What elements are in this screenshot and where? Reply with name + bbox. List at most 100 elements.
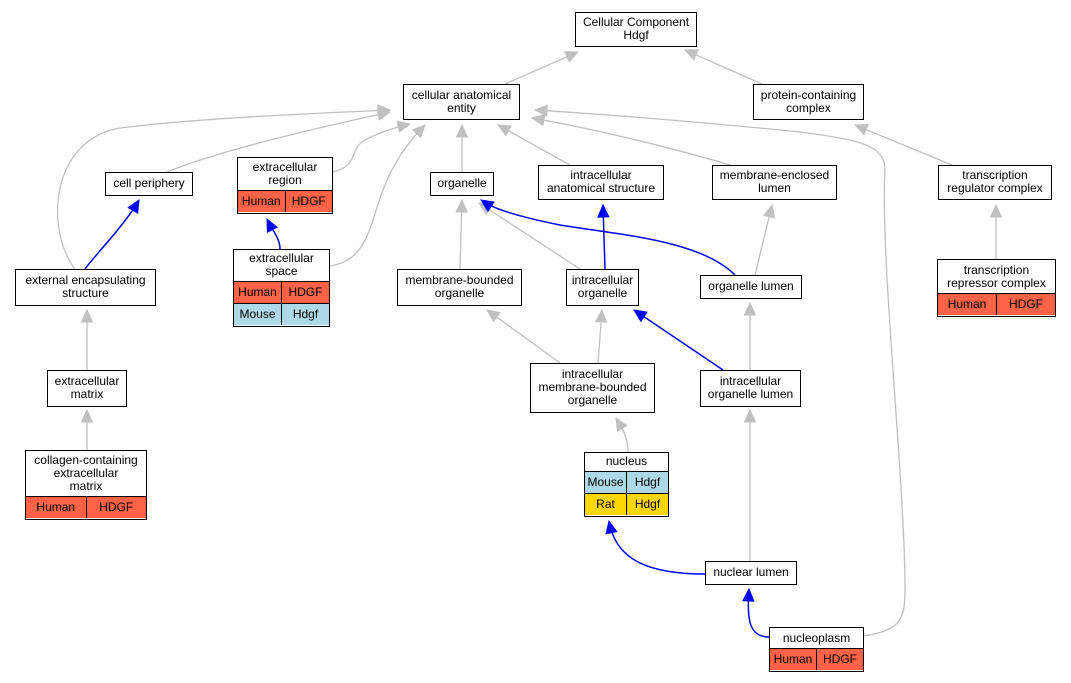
arrowhead xyxy=(496,124,512,137)
arrowhead xyxy=(743,408,757,423)
go-term-ees[interactable]: external encapsulating structure xyxy=(15,269,156,306)
arrowhead xyxy=(377,104,392,117)
organism-cell: Human xyxy=(938,294,996,316)
edge-io-to-organelle xyxy=(477,202,581,270)
term-label: extracellular matrix xyxy=(54,374,120,402)
edge-ias-to-cae xyxy=(496,124,571,166)
organism-cell: Human xyxy=(238,191,285,213)
edge-iol-to-ol xyxy=(743,301,757,370)
term-label: nuclear lumen xyxy=(713,565,789,580)
arrowhead xyxy=(615,416,628,432)
go-term-iol[interactable]: intracellular organelle lumen xyxy=(700,370,801,407)
arrowhead xyxy=(127,198,140,214)
gene-cell: HDGF xyxy=(996,294,1055,316)
edge-exm-to-ees xyxy=(80,308,94,370)
edge-exspace-to-cae xyxy=(329,124,426,267)
term-label: organelle xyxy=(437,176,487,191)
go-term-exm[interactable]: extracellular matrix xyxy=(47,370,127,407)
gene-cell: HDGF xyxy=(284,191,332,213)
edge-mel-to-cae xyxy=(530,114,731,166)
arrowhead xyxy=(633,309,648,323)
go-term-nl[interactable]: nuclear lumen xyxy=(705,561,797,585)
arrowhead xyxy=(396,120,412,133)
edge-iol-to-io xyxy=(633,309,724,371)
go-term-organelle[interactable]: organelle xyxy=(430,172,494,196)
gene-cell: HDGF xyxy=(816,649,863,671)
edge-ees-to-cellper xyxy=(84,198,140,270)
arrowhead xyxy=(455,123,469,138)
gene-cell: HDGF xyxy=(85,497,146,519)
gene-cell: HDGF xyxy=(281,281,329,303)
go-term-ccem[interactable]: collagen-containing extracellular matrix… xyxy=(25,450,147,520)
organism-cell: Human xyxy=(234,281,281,303)
arrowhead xyxy=(486,309,501,323)
edge-np-to-nl xyxy=(742,587,770,638)
term-label: Cellular Component Hdgf xyxy=(582,15,690,43)
arrowhead xyxy=(989,203,1003,218)
arrowhead xyxy=(605,519,618,535)
organism-cell: Human xyxy=(770,649,816,671)
term-label: intracellular membrane-bounded organelle xyxy=(538,367,647,408)
go-term-ias[interactable]: intracellular anatomical structure xyxy=(538,165,664,200)
arrowhead xyxy=(742,587,755,602)
go-term-io[interactable]: intracellular organelle xyxy=(566,269,639,306)
organism-cell: Mouse xyxy=(234,303,281,325)
organism-cell: Rat xyxy=(585,493,626,515)
edge-pcc-to-root xyxy=(683,49,763,85)
edge-nucleus-to-imbo xyxy=(615,416,629,453)
go-term-pcc[interactable]: protein-containing complex xyxy=(753,84,864,120)
arrowhead xyxy=(743,301,757,316)
arrowhead xyxy=(762,203,776,219)
term-label: membrane-enclosed lumen xyxy=(719,168,830,196)
organism-cell: Human xyxy=(26,497,86,519)
go-term-ol[interactable]: organelle lumen xyxy=(700,275,802,299)
go-term-mel[interactable]: membrane-enclosed lumen xyxy=(712,165,837,200)
arrowhead xyxy=(479,199,495,213)
arrowhead xyxy=(533,104,548,118)
term-label: intracellular organelle xyxy=(571,273,634,301)
go-term-imbo[interactable]: intracellular membrane-bounded organelle xyxy=(530,363,655,413)
go-term-cae[interactable]: cellular anatomical entity xyxy=(403,84,520,120)
edge-io-to-ias xyxy=(597,203,610,270)
term-label: cell periphery xyxy=(113,176,185,191)
term-label: extracellular region xyxy=(252,160,318,188)
edge-ol-to-organelle xyxy=(479,199,736,276)
edge-trepc-to-trc xyxy=(989,203,1003,259)
term-label: extracellular space xyxy=(249,251,314,279)
go-term-root[interactable]: Cellular Component Hdgf xyxy=(575,12,697,47)
term-label: protein-containing complex xyxy=(760,87,857,115)
edge-ccem-to-exm xyxy=(80,408,94,450)
edge-imbo-to-io xyxy=(594,308,608,364)
edge-ol-to-mel xyxy=(754,203,776,276)
term-label: cellular anatomical entity xyxy=(411,87,512,115)
edge-nl-to-nucleus xyxy=(605,519,706,575)
term-label: intracellular anatomical structure xyxy=(546,168,656,196)
edge-trc-to-pcc xyxy=(853,123,953,166)
edge-exreg-to-cae xyxy=(332,120,412,173)
go-term-trc[interactable]: transcription regulator complex xyxy=(938,165,1052,200)
edge-exspace-to-exreg xyxy=(266,217,281,250)
arrowhead xyxy=(80,408,94,423)
go-term-mbo[interactable]: membrane-bounded organelle xyxy=(397,269,522,306)
term-label: collagen-containing extracellular matrix xyxy=(34,453,138,494)
arrowhead xyxy=(564,51,580,63)
go-term-cellper[interactable]: cell periphery xyxy=(105,172,193,196)
term-label: membrane-bounded organelle xyxy=(405,273,514,301)
term-label: organelle lumen xyxy=(708,279,794,294)
edge-np-to-cae xyxy=(533,104,906,637)
edge-cae-to-root xyxy=(504,51,580,85)
arrowhead xyxy=(455,198,468,213)
